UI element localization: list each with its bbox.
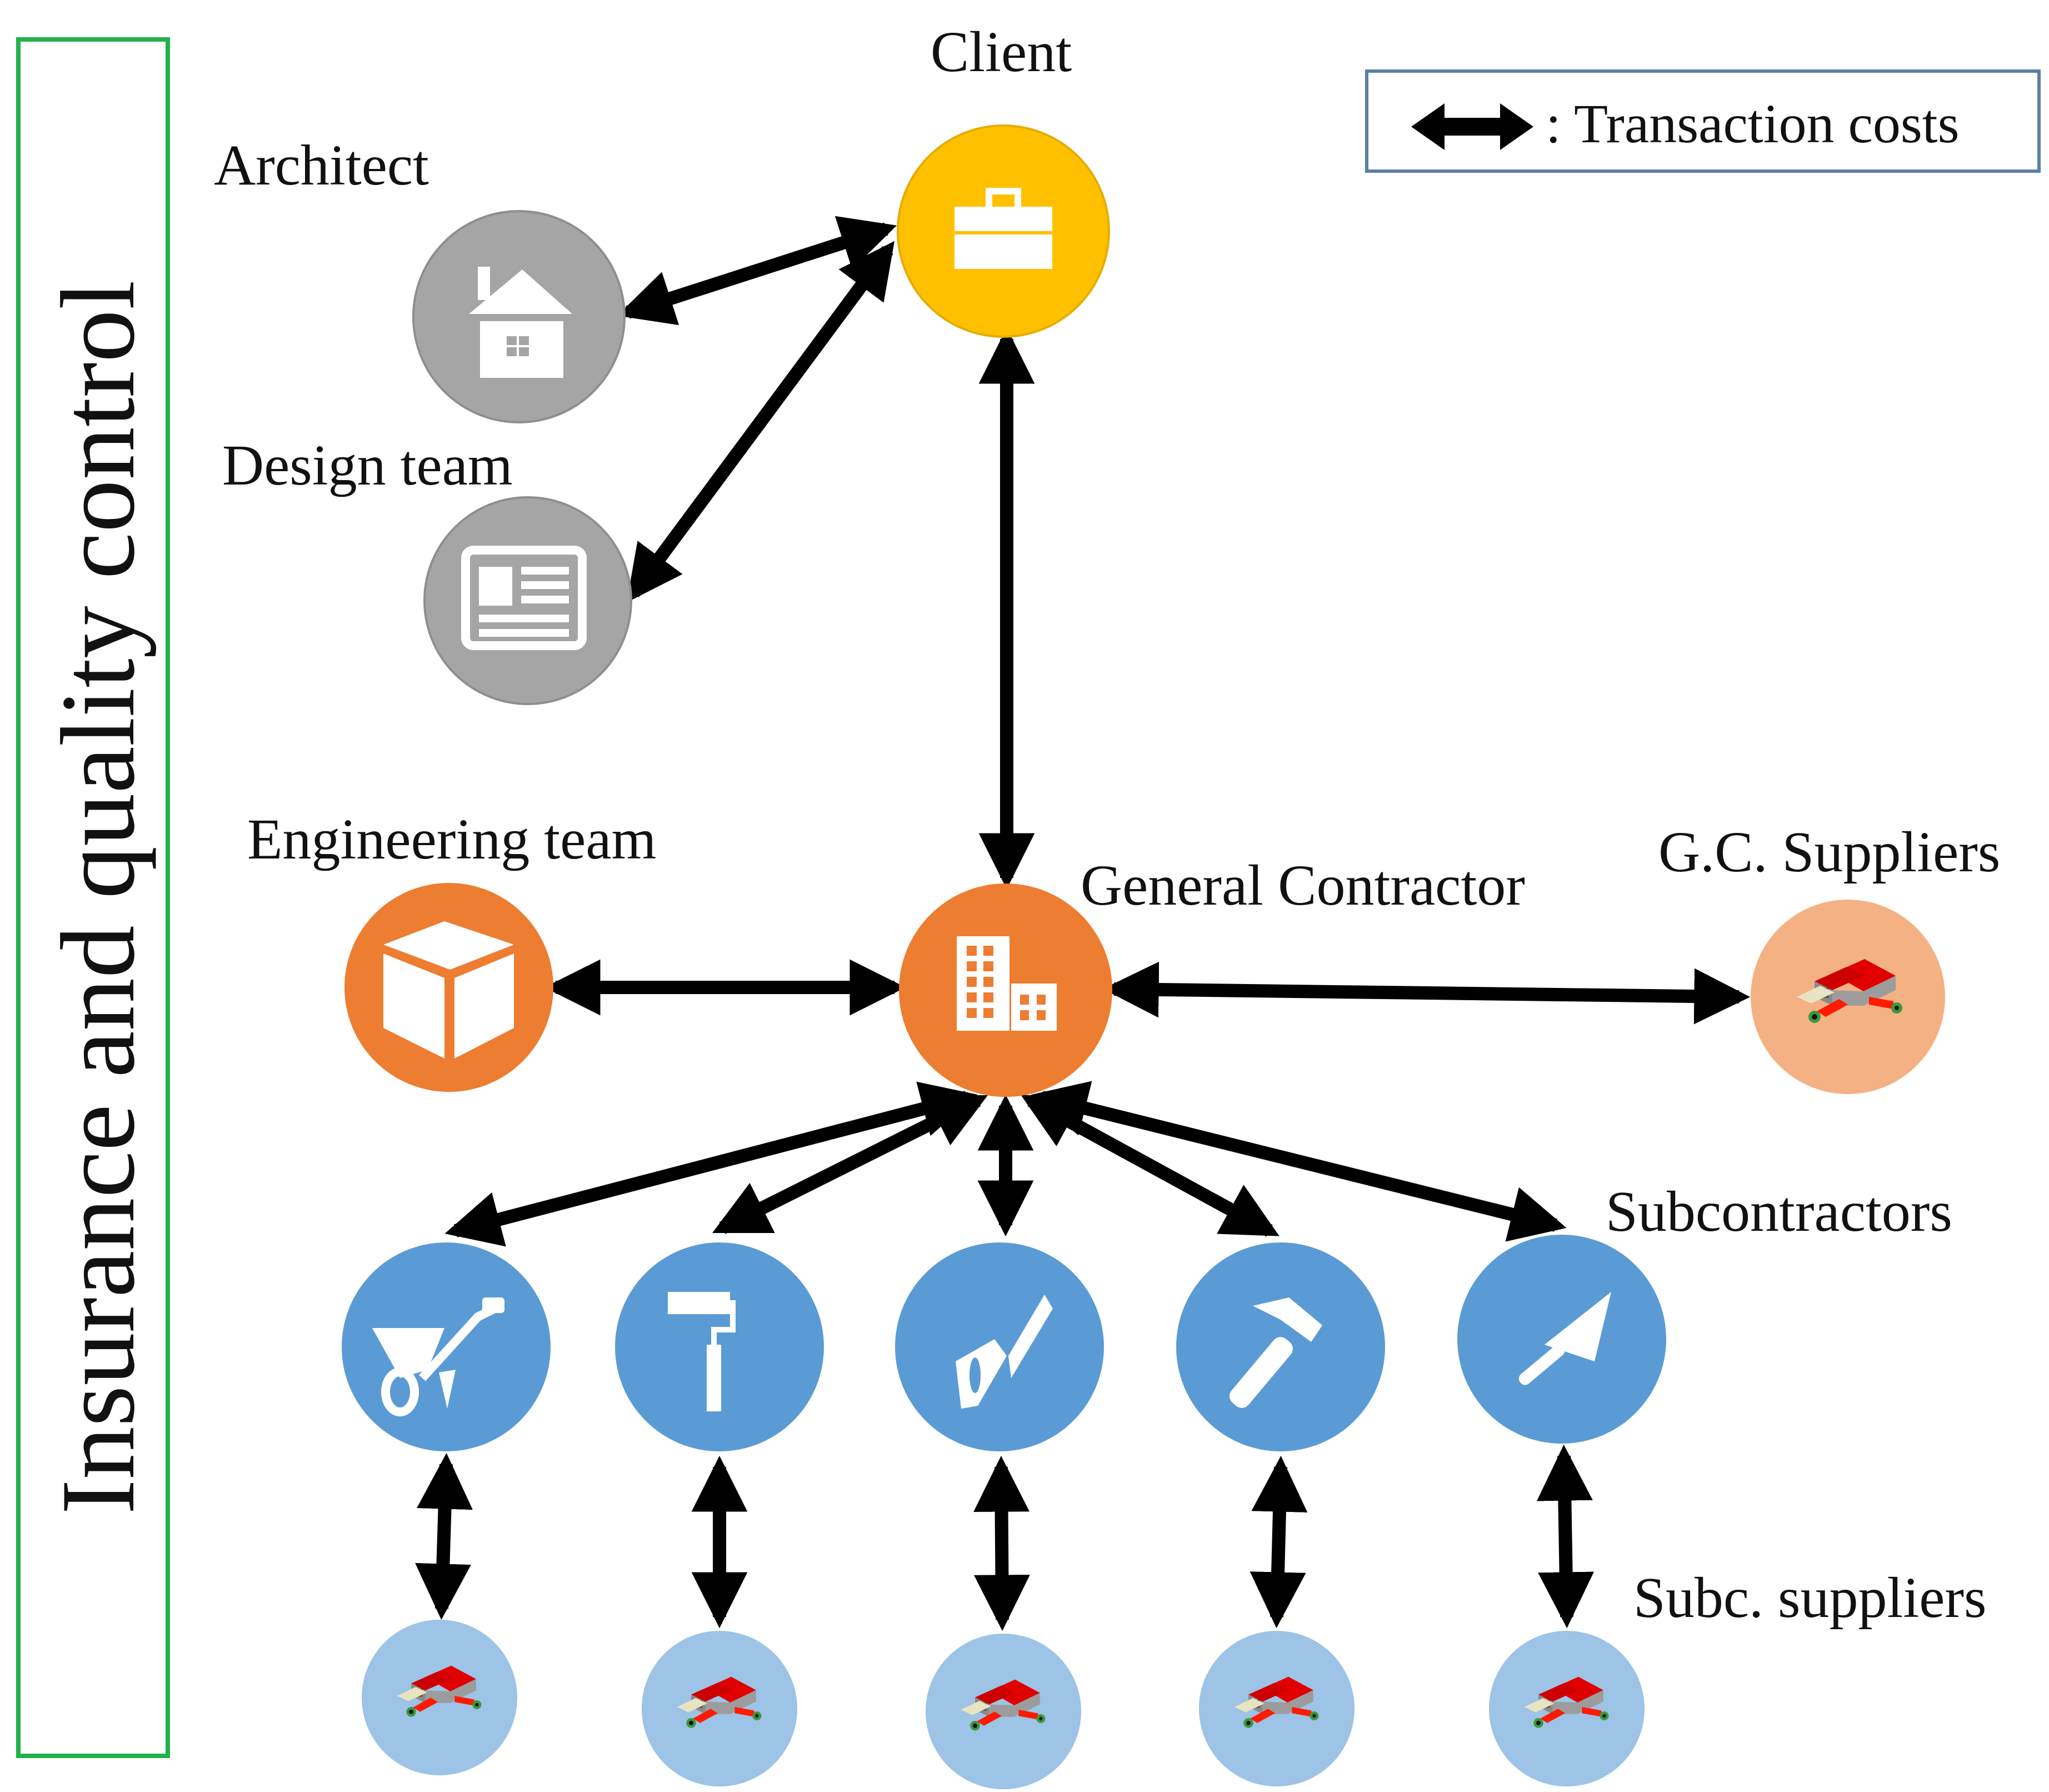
- node-general-contractor: General Contractor: [899, 853, 1525, 1097]
- edge-sub1-supplier: [415, 1452, 473, 1620]
- node-client: Client: [897, 20, 1110, 338]
- briefcase-icon: [954, 188, 1052, 269]
- general-contractor-label: General Contractor: [1081, 853, 1525, 917]
- subc-supplier-5: [1489, 1631, 1645, 1786]
- node-gc-suppliers: G.C. Suppliers: [1658, 820, 2000, 1094]
- node-design-team: Design team: [222, 433, 632, 705]
- subc-supplier-3: [926, 1634, 1081, 1789]
- subc-supplier-2: [642, 1631, 797, 1786]
- subc-suppliers: Subc. suppliers: [362, 1566, 1987, 1789]
- buildings-icon: [957, 936, 1057, 1031]
- subcontractor-3: [895, 1242, 1104, 1451]
- legend: : Transaction costs: [1365, 69, 2041, 173]
- subcontractor-4: [1176, 1242, 1385, 1451]
- engineering-team-circle: [344, 883, 553, 1092]
- edge-sub3-supplier: [973, 1455, 1030, 1631]
- design-team-label: Design team: [222, 433, 513, 497]
- edge-sub4-supplier: [1250, 1455, 1308, 1629]
- subcontractor-2: [615, 1242, 824, 1451]
- node-engineering-team: Engineering team: [247, 807, 656, 1092]
- paint-roller-icon: [668, 1292, 736, 1411]
- architect-label: Architect: [214, 133, 429, 197]
- edge-gc-subcontractor-5: [1031, 1081, 1567, 1242]
- edge-client-design-team: [626, 241, 895, 603]
- trowel-icon: [1518, 1292, 1611, 1385]
- wheelbarrow-icon: [372, 1297, 504, 1416]
- double-arrow-icon: [1411, 103, 1533, 150]
- edge-gc-subcontractor-2: [712, 1094, 988, 1234]
- subcontractor-1: [342, 1242, 551, 1451]
- node-architect: Architect: [214, 133, 626, 423]
- subcontractor-5: [1457, 1235, 1666, 1444]
- edge-gc-suppliers: [1102, 961, 1751, 1025]
- hammer-icon: [1230, 1297, 1322, 1408]
- legend-text: : Transaction costs: [1546, 93, 1959, 154]
- edge-gc-subcontractor-1: [444, 1081, 978, 1247]
- subcontractors-label: Subcontractors: [1606, 1180, 1952, 1244]
- subcontractors: Subcontractors: [342, 1180, 1952, 1451]
- transaction-edges: [415, 216, 1751, 1631]
- edge-sub5-supplier: [1536, 1444, 1595, 1629]
- gc-suppliers-label: G.C. Suppliers: [1658, 820, 2000, 884]
- house-icon: [469, 267, 572, 378]
- subc-suppliers-label: Subc. suppliers: [1633, 1566, 1987, 1630]
- subc-supplier-1: [362, 1620, 517, 1775]
- client-label: Client: [931, 20, 1072, 84]
- side-label: Insurance and quality control: [40, 280, 157, 1514]
- newspaper-icon: [461, 546, 587, 650]
- subc-supplier-4: [1199, 1631, 1355, 1786]
- handsaw-icon: [956, 1295, 1053, 1409]
- engineering-team-label: Engineering team: [247, 807, 656, 871]
- insurance-quality-box: [16, 37, 170, 1758]
- architect-circle: [412, 210, 626, 423]
- cube-icon: [383, 921, 514, 1059]
